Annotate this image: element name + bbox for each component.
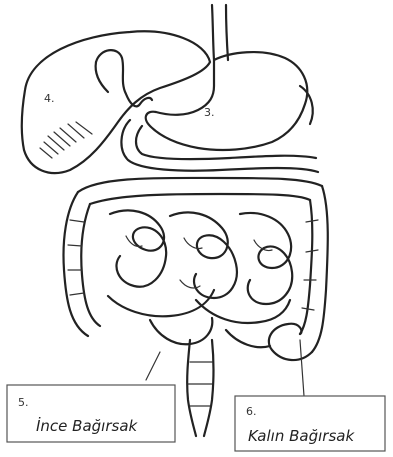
rectum [187,340,213,436]
stomach [146,52,313,150]
stomach-number: 3. [204,106,215,119]
esophagus [212,5,228,60]
label-number-large-intestine: 6. [246,405,257,418]
label-box-large-intestine: 6. Kalın Bağırsak [235,396,385,451]
label-box-small-intestine: 5. İnce Bağırsak [7,385,175,442]
label-number-small-intestine: 5. [18,396,29,409]
small-intestine [108,210,292,347]
gallbladder [96,50,152,106]
label-text-small-intestine: İnce Bağırsak [36,416,139,435]
liver-number: 4. [44,92,55,105]
label-text-large-intestine: Kalın Bağırsak [248,427,355,445]
large-intestine [64,178,328,360]
